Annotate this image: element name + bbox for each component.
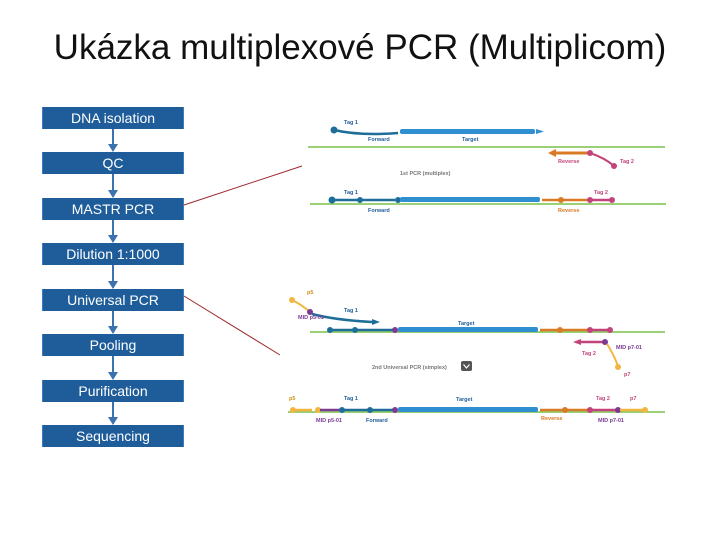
step-dna-isolation: DNA isolation <box>42 107 184 129</box>
d1-target-label: Target <box>462 137 479 143</box>
step-qc: QC <box>42 152 184 174</box>
d2-result-mid5: MID p5-01 <box>316 418 342 424</box>
d1-result-tag1: Tag 1 <box>344 190 358 196</box>
d2-result-mid7: MID p7-01 <box>598 418 624 424</box>
d2-result-tag2: Tag 2 <box>596 396 610 402</box>
step-pooling: Pooling <box>42 334 184 356</box>
d2-result-tag1: Tag 1 <box>344 396 358 402</box>
d1-tag1-label: Tag 1 <box>344 120 358 126</box>
page-title: Ukázka multiplexové PCR (Multiplicom) <box>53 28 667 67</box>
d2-tag1-label: Tag 1 <box>344 308 358 314</box>
d1-result-forward: Forward <box>368 208 390 214</box>
d1-forward-label: Forward <box>368 137 390 143</box>
chevron-down-icon <box>461 361 472 371</box>
d2-result-target: Target <box>456 397 473 403</box>
d1-tag2-label: Tag 2 <box>620 159 634 165</box>
d1-result-tag2: Tag 2 <box>594 190 608 196</box>
d1-reverse-label: Reverse <box>558 159 579 165</box>
d2-p5-label: p5 <box>307 290 313 296</box>
d2-result-reverse: Reverse <box>541 416 562 422</box>
step-purification: Purification <box>42 380 184 402</box>
step-universal-pcr: Universal PCR <box>42 289 184 311</box>
d2-result-forward: Forward <box>366 418 388 424</box>
step-dilution: Dilution 1:1000 <box>42 243 184 265</box>
d2-result-p5: p5 <box>289 396 295 402</box>
d2-target-label: Target <box>458 321 475 327</box>
step-sequencing: Sequencing <box>42 425 184 447</box>
d1-result-reverse: Reverse <box>558 208 579 214</box>
d2-p7-label: p7 <box>624 372 630 378</box>
d2-mid-label: MID p5-01 <box>298 315 324 321</box>
step-mastr-pcr: MASTR PCR <box>42 198 184 220</box>
d2-tag2-label: Tag 2 <box>582 351 596 357</box>
d1-caption: 1st PCR (multiplex) <box>400 171 451 177</box>
d2-mid7-label: MID p7-01 <box>616 345 642 351</box>
d2-result-p7: p7 <box>630 396 636 402</box>
d2-caption: 2nd Universal PCR (simplex) <box>372 365 447 371</box>
connector-mastr <box>183 165 303 206</box>
diagram-first-pcr: Tag 1 Forward Target Reverse Tag 2 1st P… <box>308 120 666 214</box>
connector-universal <box>183 295 281 356</box>
step-arrows <box>108 129 118 425</box>
diagram-universal-pcr: p5 MID p5-01 Tag 1 Target MID p7-01 Tag … <box>288 290 665 424</box>
